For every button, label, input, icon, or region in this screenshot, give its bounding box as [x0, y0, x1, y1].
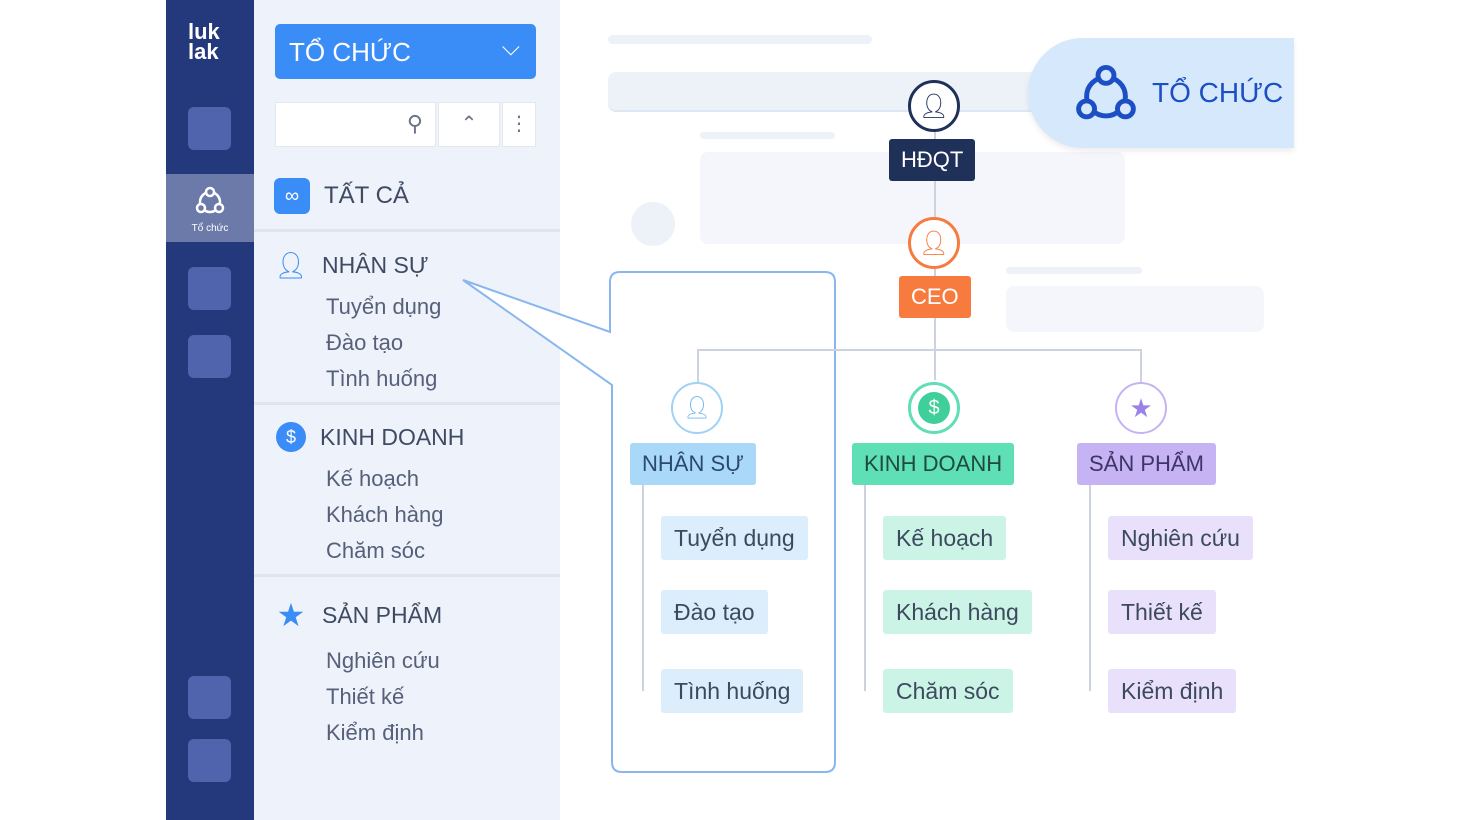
app-rail: luk lak Tổ chức [166, 0, 254, 820]
connector [1140, 349, 1142, 384]
more-button[interactable]: ⋮ [502, 102, 536, 147]
ceo-avatar-icon: 👤︎ [908, 217, 960, 269]
section-san-pham[interactable]: ★SẢN PHẨM [274, 596, 442, 634]
board-node[interactable]: HĐQT [889, 139, 976, 181]
link-icon: ∞ [274, 178, 310, 214]
leaf-node[interactable]: Nghiên cứu [1108, 516, 1253, 560]
network-icon [1076, 64, 1136, 120]
collapse-icon: ⌃ [460, 113, 478, 135]
leaf-node[interactable]: Kiểm định [1108, 669, 1237, 713]
divider [254, 229, 560, 232]
connector [697, 349, 699, 384]
section-nhan-su[interactable]: 👤︎NHÂN SỰ [274, 250, 429, 280]
ceo-node[interactable]: CEO [899, 276, 971, 318]
board-avatar-icon: 👤︎ [908, 80, 960, 132]
dept-san-pham[interactable]: SẢN PHẨM [1077, 443, 1216, 485]
skeleton [631, 202, 675, 246]
luklak-logo[interactable]: luk lak [188, 19, 220, 64]
skeleton [608, 72, 1048, 112]
more-icon: ⋮ [509, 113, 529, 135]
rail-item[interactable] [188, 107, 231, 150]
side-panel: TỔ CHỨC⌵ ⚲ ⌃ ⋮ ∞TẤT CẢ 👤︎NHÂN SỰ Tuyển d… [254, 0, 560, 820]
connector [864, 485, 866, 691]
star-icon: ★ [1115, 382, 1167, 434]
rail-item[interactable] [188, 739, 231, 782]
leaf-node[interactable]: Đào tạo [661, 590, 768, 634]
dollar-icon: $ [908, 382, 960, 434]
rail-label: Tổ chức [191, 223, 229, 234]
star-icon: ★ [276, 597, 306, 633]
leaf-node[interactable]: Kế hoạch [883, 516, 1007, 560]
rail-item-to-chuc[interactable]: Tổ chức [166, 174, 254, 242]
connector [697, 349, 1141, 351]
org-dropdown[interactable]: TỔ CHỨC⌵ [275, 24, 536, 79]
dollar-icon: $ [276, 422, 306, 452]
connector [1089, 485, 1091, 691]
sub-item[interactable]: Tình huống [326, 366, 438, 391]
rail-item[interactable] [188, 335, 231, 378]
sub-item[interactable]: Đào tạo [326, 330, 404, 355]
skeleton [700, 132, 835, 139]
collapse-button[interactable]: ⌃ [438, 102, 500, 147]
search-input[interactable]: ⚲ [275, 102, 436, 147]
dept-nhan-su[interactable]: NHÂN SỰ [630, 443, 756, 485]
person-icon: 👤︎ [274, 250, 308, 280]
network-icon [195, 186, 225, 214]
person-icon: 👤︎ [671, 382, 723, 434]
sub-item[interactable]: Thiết kế [326, 684, 405, 709]
leaf-node[interactable]: Chăm sóc [883, 669, 1013, 713]
section-kinh-doanh[interactable]: $KINH DOANH [274, 422, 464, 452]
dept-kinh-doanh[interactable]: KINH DOANH [852, 443, 1015, 485]
connector [642, 485, 644, 691]
leaf-node[interactable]: Thiết kế [1108, 590, 1216, 634]
filter-all[interactable]: ∞TẤT CẢ [274, 178, 409, 214]
org-badge: TỔ CHỨC [1028, 38, 1294, 148]
rail-item[interactable] [188, 267, 231, 310]
leaf-node[interactable]: Khách hàng [883, 590, 1032, 634]
sub-item[interactable]: Khách hàng [326, 502, 444, 527]
sub-item[interactable]: Nghiên cứu [326, 648, 440, 673]
skeleton [608, 35, 872, 44]
skeleton [1006, 267, 1142, 274]
skeleton [1006, 286, 1264, 332]
search-icon: ⚲ [406, 111, 423, 136]
sub-item[interactable]: Kế hoạch [326, 466, 419, 491]
divider [254, 574, 560, 577]
leaf-node[interactable]: Tình huống [661, 669, 804, 713]
rail-item[interactable] [188, 676, 231, 719]
sub-item[interactable]: Tuyển dụng [326, 294, 442, 319]
leaf-node[interactable]: Tuyển dụng [661, 516, 808, 560]
sub-item[interactable]: Kiểm định [326, 720, 424, 745]
chevron-down-icon: ⌵ [501, 34, 520, 61]
divider [254, 402, 560, 405]
sub-item[interactable]: Chăm sóc [326, 538, 426, 563]
callout-outline [462, 271, 836, 773]
